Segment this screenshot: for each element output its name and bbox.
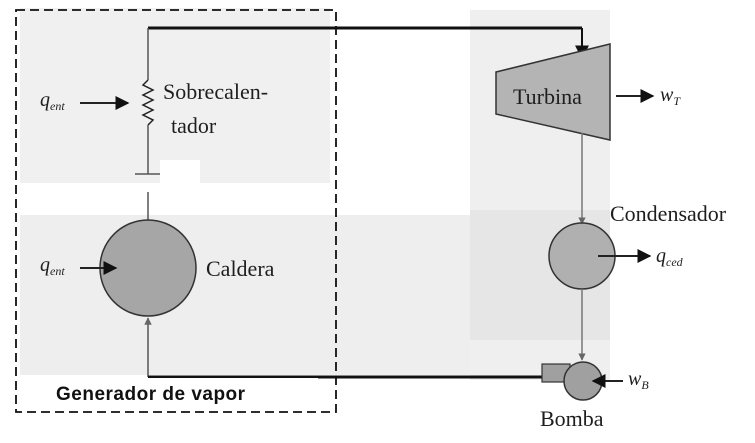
steam-generator-label-bg [48, 378, 318, 408]
scan-background [20, 8, 610, 380]
steam-generator-boundary [15, 9, 337, 413]
w-pump-symbol: wB [628, 368, 649, 392]
condenser-label: Condensador [610, 201, 727, 226]
superheater-label-line1: Sobrecalen- [163, 79, 268, 104]
superheater-label-line2: tador [171, 113, 217, 138]
w-turbine-symbol: wT [660, 84, 681, 108]
turbine-label: Turbina [513, 84, 582, 109]
superheater-coil [141, 79, 155, 126]
boiler-label: Caldera [206, 256, 275, 281]
turbine-body [495, 43, 611, 141]
pump-label: Bomba [540, 406, 604, 431]
pump-body [541, 361, 603, 401]
q-in-boiler-symbol: qent [40, 254, 65, 278]
steam-generator-label: Generador de vapor [56, 384, 246, 405]
q-condenser-symbol: qced [656, 245, 684, 269]
q-in-superheater-symbol: qent [40, 89, 65, 113]
